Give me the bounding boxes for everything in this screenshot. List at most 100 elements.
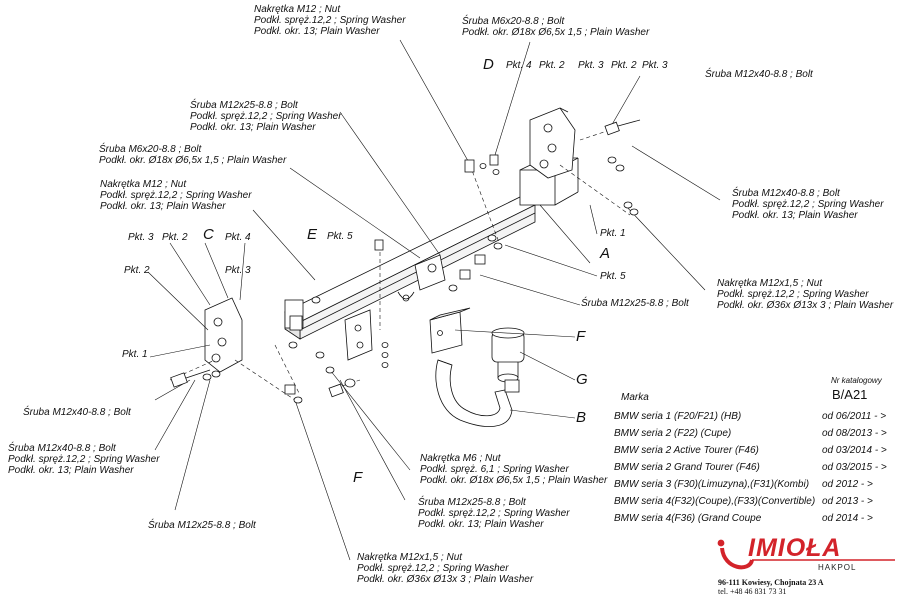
part-letter-f: F: [353, 469, 363, 486]
label-line: Śruba M12x40-8.8 ; Bolt: [23, 407, 131, 418]
pkt-label: Pkt. 3: [578, 60, 604, 71]
company-address: 96-111 Kowiesy, Chojnata 23 A tel. +48 4…: [718, 578, 824, 596]
vehicle-date: od 03/2014 - >: [822, 445, 887, 456]
vehicle-model: BMW seria 2 Active Tourer (F46): [614, 445, 759, 456]
label-line: Śruba M12x40-8.8 ; Bolt: [732, 188, 840, 199]
pkt-label: Pkt. 4: [225, 232, 251, 243]
label-line: Nakrętka M12x1,5 ; Nut: [357, 552, 463, 563]
pkt-label: Pkt. 4: [506, 60, 532, 71]
label-line: Podkł. okr. 13; Plain Washer: [418, 519, 544, 530]
bolt-hardware: [170, 119, 641, 398]
label-line: Śruba M12x25-8.8 ; Bolt: [418, 497, 526, 508]
vehicle-date: od 03/2015 - >: [822, 462, 887, 473]
label-line: Podkł. okr. 13; Plain Washer: [190, 122, 316, 133]
label-line: Śruba M12x25-8.8 ; Bolt: [190, 100, 298, 111]
label-line: Podkł. spręż.12,2 ; Spring Washer: [357, 563, 509, 574]
label-line: Podkł. okr. Ø18x Ø6,5x 1,5 ; Plain Washe…: [420, 475, 608, 486]
hook-arm: [435, 359, 520, 427]
label-bolt-m12x25-left: Śruba M12x25-8.8 ; Bolt: [148, 520, 256, 531]
vehicle-model: BMW seria 2 Grand Tourer (F46): [614, 462, 760, 473]
brand-subtitle: HAKPOL: [818, 563, 857, 572]
label-line: Podkł. okr. Ø18x Ø6,5x 1,5 ; Plain Washe…: [462, 27, 650, 38]
pkt-label: Pkt. 2: [611, 60, 637, 71]
right-side-bracket: [529, 107, 576, 179]
label-line: Nakrętka M12 ; Nut: [254, 4, 341, 15]
part-letter-g: G: [576, 371, 588, 388]
pkt-label: Pkt. 5: [600, 271, 626, 282]
label-line: Nakrętka M12 ; Nut: [100, 179, 187, 190]
pkt-label: Pkt. 1: [600, 228, 626, 239]
towball: [491, 327, 525, 383]
label-line: Podkł. okr. 13; Plain Washer: [8, 465, 134, 476]
label-line: Podkł. spręż.12,2 ; Spring Washer: [732, 199, 884, 210]
label-bolt-m12x25-right: Śruba M12x25-8.8 ; Bolt: [581, 298, 689, 309]
marka-label: Marka: [621, 392, 649, 403]
label-bolt-m12x40-left: Śruba M12x40-8.8 ; Bolt: [23, 407, 131, 418]
label-line: Podkł. spręż. 6,1 ; Spring Washer: [420, 464, 569, 475]
label-line: Podkł. okr. 13; Plain Washer: [732, 210, 858, 221]
vehicle-model: BMW seria 1 (F20/F21) (HB): [614, 411, 742, 422]
part-letter-c: C: [203, 226, 214, 243]
vehicle-model: BMW seria 3 (F30)(Limuzyna),(F31)(Kombi): [614, 479, 810, 490]
label-line: Śruba M12x40-8.8 ; Bolt: [705, 69, 813, 80]
vehicle-date: od 08/2013 - >: [822, 428, 887, 439]
label-line: Podkł. okr. Ø36x Ø13x 3 ; Plain Washer: [357, 574, 534, 585]
part-letter-e: E: [307, 226, 318, 243]
pkt-label: Pkt. 3: [642, 60, 668, 71]
pkt-label: Pkt. 5: [327, 231, 353, 242]
label-line: Nakrętka M6 ; Nut: [420, 453, 501, 464]
center-bracket: [397, 254, 446, 302]
pkt-label: Pkt. 3: [128, 232, 154, 243]
label-line: Podkł. spręż.12,2 ; Spring Washer: [190, 111, 342, 122]
part-letter-b: B: [576, 409, 587, 426]
vehicle-date: od 2013 - >: [822, 496, 873, 507]
catalog-label: Nr katalogowy: [831, 376, 882, 385]
vehicle-row: BMW seria 3 (F30)(Limuzyna),(F31)(Kombi)…: [614, 479, 894, 496]
label-line: Podkł. okr. 13; Plain Washer: [254, 26, 380, 37]
label-line: Podkł. spręż.12,2 ; Spring Washer: [418, 508, 570, 519]
leader-lines: [147, 39, 721, 561]
vehicle-row: BMW seria 4(F32)(Coupe),(F33)(Convertibl…: [614, 496, 894, 513]
brand-logo: IMIOŁA: [748, 534, 842, 562]
socket-plate: [429, 307, 471, 354]
vehicle-model: BMW seria 4(F36) (Grand Coupe: [614, 513, 762, 524]
vehicle-date: od 2012 - >: [822, 479, 873, 490]
vehicle-row: BMW seria 2 (F22) (Cupe)od 08/2013 - >: [614, 428, 894, 445]
pkt-label: Pkt. 2: [124, 265, 150, 276]
label-bolt-m12x40-top-right: Śruba M12x40-8.8 ; Bolt: [705, 69, 813, 80]
label-line: Podkł. spręż.12,2 ; Spring Washer: [100, 190, 252, 201]
vehicle-row: BMW seria 1 (F20/F21) (HB) od 06/2011 - >: [614, 411, 894, 428]
label-line: Podkł. spręż.12,2 ; Spring Washer: [254, 15, 406, 26]
vehicle-row: BMW seria 2 Grand Tourer (F46) od 03/2015…: [614, 462, 894, 479]
catalog-value: B/A21: [832, 387, 868, 402]
label-line: Śruba M12x25-8.8 ; Bolt: [581, 298, 689, 309]
dashed-paths: [169, 129, 631, 401]
label-line: Podkł. spręż.12,2 ; Spring Washer: [8, 454, 160, 465]
bracket-e: [344, 309, 373, 361]
pkt-label: Pkt. 2: [539, 60, 565, 71]
label-line: Nakrętka M12x1,5 ; Nut: [717, 278, 823, 289]
label-line: Podkł. okr. Ø18x Ø6,5x 1,5 ; Plain Washe…: [99, 155, 287, 166]
pkt-label: Pkt. 1: [122, 349, 148, 360]
vehicle-date: od 06/2011 - >: [822, 411, 887, 422]
pkt-label: Pkt. 3: [225, 265, 251, 276]
label-line: Śruba M12x25-8.8 ; Bolt: [148, 520, 256, 531]
washers: [202, 156, 639, 404]
pkt-label: Pkt. 2: [162, 232, 188, 243]
part-letter-f: F: [576, 328, 586, 345]
vehicle-row: BMW seria 2 Active Tourer (F46) od 03/201…: [614, 445, 894, 462]
label-line: Podkł. okr. Ø36x Ø13x 3 ; Plain Washer: [717, 300, 894, 311]
